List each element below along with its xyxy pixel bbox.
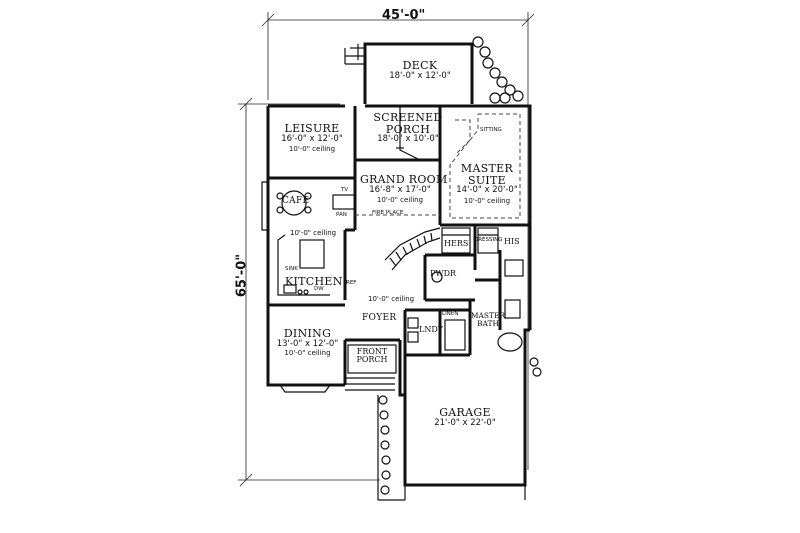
grand-room-ceiling: 10'-0" ceiling: [376, 196, 424, 205]
cafe-bay: [261, 181, 312, 231]
width-dimension-label: 45'-0": [382, 8, 426, 23]
front-porch-label: FRONT PORCH: [352, 347, 392, 365]
master-bath-fixtures: [431, 259, 524, 352]
deck-size: 18'-0" x 12'-0": [389, 70, 451, 81]
hers-label: HERS: [444, 239, 469, 248]
tv-label: TV: [341, 187, 349, 193]
master-bath-name-1: MASTER: [470, 311, 506, 320]
dw-label: DW: [314, 286, 324, 292]
sink-label: SINK: [285, 266, 298, 272]
front-porch-steps: [345, 344, 397, 391]
garage-size: 21'-0" x 22'-0": [434, 417, 496, 428]
fireplace-label: FIRE PLACE: [372, 210, 404, 216]
dressing-label: DRESSING: [474, 237, 503, 243]
fireplace: [332, 194, 440, 216]
garage-label: GARAGE 21'-0" x 22'-0": [420, 407, 510, 427]
his-label: HIS: [504, 237, 520, 246]
refrigerator-label: REF: [346, 280, 357, 286]
master-suite-tray-outline: [449, 113, 521, 219]
dining-label: DINING 13'-0" x 12'-0" 10'-0" ceiling: [270, 328, 345, 358]
linen-label: LINEN: [442, 311, 459, 317]
master-suite-size: 14'-0" x 20'-0": [456, 185, 518, 196]
deck-outline: [344, 42, 474, 104]
closets: [441, 227, 499, 254]
master-suite-ceiling: 10'-0" ceiling: [463, 197, 511, 206]
exterior-walls: [266, 104, 532, 487]
leisure-ceiling: 10'-0" ceiling: [288, 145, 336, 154]
depth-dimension-label: 65'-0": [234, 253, 250, 298]
garage-name: GARAGE: [439, 406, 491, 419]
screened-porch-angle: [396, 106, 421, 161]
master-suite-name-2: SUITE: [467, 173, 507, 187]
pantry-label: PAN: [336, 212, 347, 218]
deck-label: DECK 18'-0" x 12'-0": [375, 60, 465, 80]
master-suite-name-1: MASTER: [460, 162, 514, 175]
screened-porch-name-1: SCREENED: [373, 111, 443, 124]
garage-walls: [377, 395, 526, 501]
master-bath-name-2: BATH: [476, 318, 500, 328]
grand-room-name: GRAND ROOM: [360, 173, 448, 186]
leisure-name: LEISURE: [284, 122, 340, 135]
dining-size: 13'-0" x 12'-0": [276, 338, 339, 349]
dining-ceiling: 10'-0" ceiling: [284, 349, 331, 358]
grand-room-label: GRAND ROOM 16'-8" x 17'-0" 10'-0" ceilin…: [360, 173, 448, 205]
pwdr-label: PWDR: [430, 269, 457, 278]
leisure-size: 16'-0" x 12'-0": [281, 133, 343, 144]
foyer-ceiling: 10'-0" ceiling: [368, 295, 415, 303]
deck-name: DECK: [402, 59, 438, 72]
leisure-label: LEISURE 16'-0" x 12'-0" 10'-0" ceiling: [272, 123, 352, 154]
front-porch-name-1: FRONT: [356, 347, 388, 356]
front-porch-name-2: PORCH: [356, 355, 388, 365]
width-dimension-line: [261, 12, 535, 470]
dining-name: DINING: [283, 327, 332, 340]
screened-porch-label: SCREENED PORCH 18'-0" x 10'-0": [368, 112, 448, 144]
laundry-fixtures: [407, 317, 466, 351]
screened-porch-name-2: PORCH: [385, 122, 431, 136]
kitchen-name: KITCHEN: [285, 275, 343, 288]
sitting-label: SITTING: [480, 127, 502, 133]
kitchen-ceiling: 10'-0" ceiling: [290, 229, 337, 237]
cafe-label: CAFE: [282, 196, 310, 206]
grand-room-size: 16'-8" x 17'-0": [369, 184, 431, 195]
stairs: [384, 227, 441, 271]
master-suite-label: MASTER SUITE 14'-0" x 20'-0" 10'-0" ceil…: [452, 163, 522, 205]
lndy-label: LNDY: [419, 325, 444, 334]
landscaping-shrubs: [378, 36, 542, 495]
foyer-name: FOYER: [362, 313, 397, 323]
dining-bay: [279, 384, 331, 393]
kitchen-counters: [277, 234, 330, 296]
screened-porch-size: 18'-0" x 10'-0": [377, 134, 439, 145]
depth-dimension-line: [238, 97, 380, 487]
master-bath-label: MASTER BATH: [470, 312, 506, 328]
